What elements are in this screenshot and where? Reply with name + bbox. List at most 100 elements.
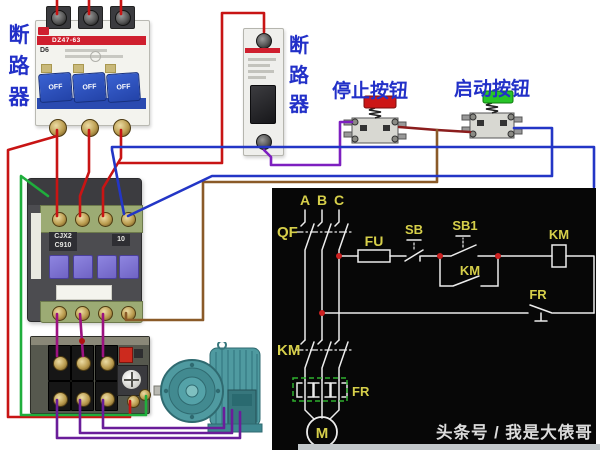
stop-to-start-wire-maroon xyxy=(397,125,472,134)
stop-pushbutton xyxy=(343,95,407,144)
fine-print xyxy=(248,58,276,61)
fine-print xyxy=(248,70,274,73)
trip-indicator xyxy=(41,64,52,73)
breaker-toggle xyxy=(250,85,276,124)
start-button-label: 启动按钮 xyxy=(454,79,531,100)
contactor-to-relay-wires-magenta xyxy=(55,312,105,358)
start-to-aux-wire-blue xyxy=(126,126,554,218)
sb1-label: SB1 xyxy=(452,218,477,233)
bottom-strip xyxy=(298,444,600,450)
phase-c-line-qf xyxy=(334,209,349,341)
screw xyxy=(391,118,399,126)
contact-button xyxy=(49,255,69,279)
contact-button xyxy=(73,255,93,279)
thermal-relay xyxy=(30,336,151,414)
relay-to-motor-wires-violet xyxy=(55,398,242,440)
control-schematic: A B C QF FU SB SB1 KM KM FR KM FR M xyxy=(277,192,595,448)
flange-bolts xyxy=(163,362,221,420)
contact-button xyxy=(97,255,117,279)
fuse-symbol xyxy=(357,249,391,263)
aux-circuit-breaker xyxy=(243,28,284,156)
junction-dots xyxy=(319,253,501,316)
trip-indicator xyxy=(73,64,84,73)
trip-indicator xyxy=(105,64,116,73)
rating-text: D6 xyxy=(40,47,49,54)
right-breaker-label: 断路器 xyxy=(289,35,309,117)
eyebolt-icon xyxy=(217,342,227,350)
toggle-bar xyxy=(37,98,146,109)
motor-label: M xyxy=(316,425,329,442)
relay-terminal xyxy=(71,381,94,411)
breaker-to-stop-wire-purple xyxy=(262,120,354,167)
contact-block xyxy=(477,120,484,126)
contact-block xyxy=(383,125,390,131)
aux-loop-wire-blue xyxy=(110,145,596,216)
screw xyxy=(469,113,477,121)
button-body xyxy=(351,117,399,144)
km-main-a xyxy=(300,339,315,381)
electric-motor xyxy=(153,342,263,433)
left-breaker-label: 断路器 xyxy=(8,24,30,110)
model-band xyxy=(245,48,280,53)
screw xyxy=(507,130,515,138)
relay-terminal xyxy=(95,381,118,411)
phase-a-line-qf xyxy=(300,209,315,341)
coil-feed xyxy=(497,255,595,314)
control-feed-wire-red xyxy=(117,11,266,165)
sb-label: SB xyxy=(405,222,423,237)
breaker-terminal xyxy=(78,6,103,29)
km-main-b xyxy=(317,339,332,381)
stop-button-label: 停止按钮 xyxy=(332,81,409,102)
terminal-screw xyxy=(75,306,90,321)
certification-mark xyxy=(90,51,101,62)
model-line1: CJX2 xyxy=(54,233,72,240)
motor-leads xyxy=(304,379,340,420)
contact-button xyxy=(119,255,139,279)
model-band: DZ47-63 xyxy=(37,36,146,45)
watermark: 头条号 / 我是大俵哥 xyxy=(436,424,593,442)
sb-contact xyxy=(404,239,424,262)
supply-wires-red xyxy=(55,0,123,16)
shaft-hub xyxy=(185,384,199,398)
relay-terminal xyxy=(48,345,71,381)
green-cap xyxy=(482,90,514,104)
current-dial xyxy=(122,370,141,389)
screw xyxy=(391,135,399,143)
qf-label: QF xyxy=(277,224,298,241)
phase-b-line-qf xyxy=(317,209,332,341)
start-pushbutton xyxy=(461,90,523,139)
fine-print xyxy=(65,49,107,52)
km-aux-label: KM xyxy=(460,263,480,278)
km-aux-branch xyxy=(439,255,499,287)
screw xyxy=(507,113,515,121)
phase-c-label: C xyxy=(334,192,344,208)
reset-button xyxy=(119,347,133,363)
terminal-screw xyxy=(121,212,136,227)
phase-b-label: B xyxy=(317,192,327,208)
fine-print xyxy=(248,64,270,67)
relay-terminal xyxy=(95,345,118,381)
km-main-label: KM xyxy=(277,342,300,359)
breaker-terminal xyxy=(46,6,71,29)
km-main-c xyxy=(334,339,349,381)
contactor-bottom-terminals xyxy=(40,301,143,323)
side-label xyxy=(31,213,41,279)
sb1-contact xyxy=(439,235,499,257)
heater-a xyxy=(296,382,314,398)
fr-contact-return-bus xyxy=(321,304,595,322)
test-button xyxy=(134,349,143,358)
heater-b xyxy=(313,382,331,398)
fine-print xyxy=(248,76,266,79)
contactor-aux-mark: 10 xyxy=(112,234,130,246)
phase-a-label: A xyxy=(300,192,310,208)
coil-return-wire-brown xyxy=(124,128,439,322)
spring-icon xyxy=(368,107,382,119)
breaker-terminal xyxy=(110,6,135,29)
terminal-box-lid xyxy=(232,394,252,406)
contact-block xyxy=(500,120,507,126)
fr-contact-label: FR xyxy=(529,287,547,302)
fr-heater-box xyxy=(292,377,348,402)
spring-icon xyxy=(485,102,499,114)
